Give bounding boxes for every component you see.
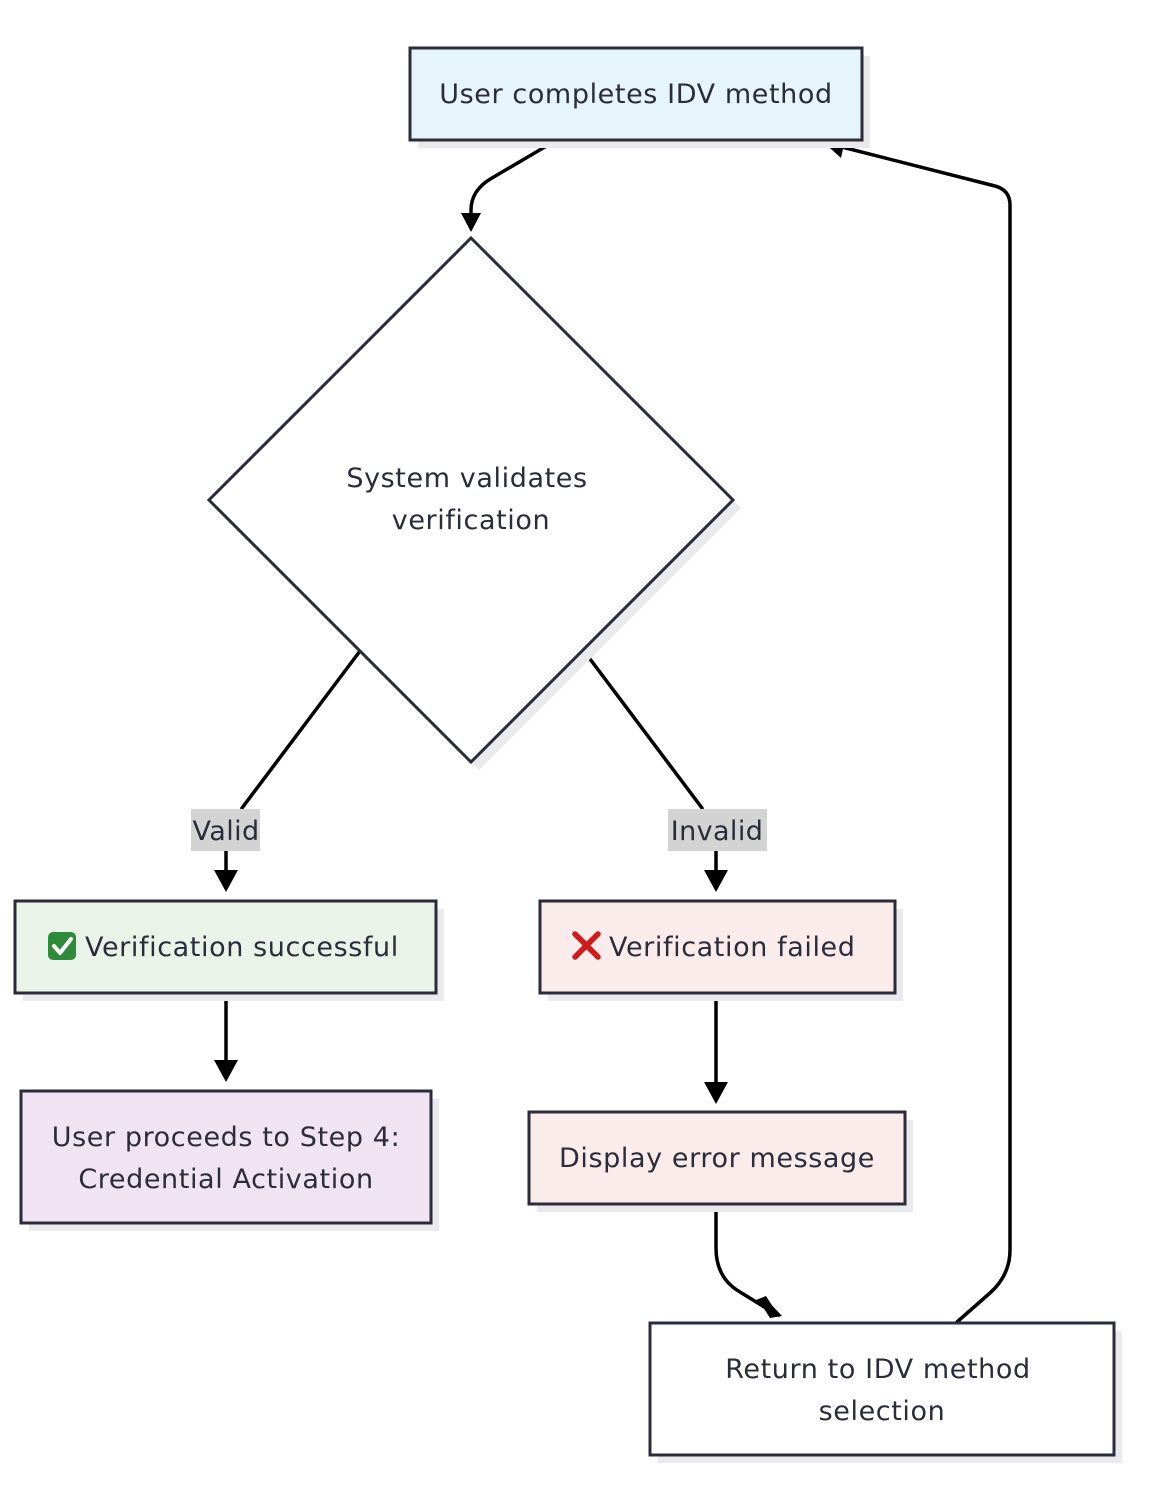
edge-label-valid-bg <box>191 809 260 851</box>
arrowhead-success <box>214 870 238 892</box>
node-proceed-label-line2: Credential Activation <box>78 1164 373 1195</box>
node-decision-label-line2: verification <box>392 505 551 536</box>
edge-return-to-start <box>836 144 1012 1324</box>
edges <box>214 135 1012 1324</box>
node-start-label: User completes IDV method <box>439 79 833 110</box>
node-error[interactable]: Display error message <box>527 1110 913 1212</box>
arrowhead-return-tip <box>756 1296 780 1318</box>
node-start[interactable]: User completes IDV method <box>408 46 870 148</box>
node-success-label: Verification successful <box>85 932 399 963</box>
edge-label-invalid: Invalid <box>668 809 767 851</box>
node-failed[interactable]: Verification failed <box>538 899 903 1001</box>
node-start-box <box>408 46 864 142</box>
node-decision[interactable]: System validates verification <box>206 235 741 770</box>
node-error-label: Display error message <box>559 1143 875 1174</box>
node-error-box <box>527 1110 907 1206</box>
node-return[interactable]: Return to IDV method selection <box>648 1321 1122 1463</box>
node-proceed-box <box>19 1089 433 1225</box>
edge-label-invalid-bg <box>668 809 767 851</box>
node-return-label-line1: Return to IDV method <box>725 1354 1030 1385</box>
node-failed-box <box>538 899 897 995</box>
node-success[interactable]: Verification successful <box>13 899 444 1001</box>
edge-label-valid: Valid <box>191 809 260 851</box>
edge-label-valid-text: Valid <box>192 816 259 847</box>
check-mark-icon <box>48 932 76 960</box>
node-decision-label-line1: System validates <box>346 463 587 494</box>
arrowhead-error <box>704 1082 728 1104</box>
arrowhead-failed <box>704 870 728 892</box>
cross-mark-icon <box>572 931 601 960</box>
edge-error-to-return <box>714 1202 768 1310</box>
node-proceed[interactable]: User proceeds to Step 4: Credential Acti… <box>19 1089 439 1231</box>
node-proceed-label-line1: User proceeds to Step 4: <box>52 1122 401 1153</box>
node-return-label-line2: selection <box>819 1396 946 1427</box>
node-return-box <box>648 1321 1116 1457</box>
node-failed-label: Verification failed <box>609 932 856 963</box>
edge-start-to-decision <box>469 139 557 224</box>
arrowhead-proceed <box>214 1060 238 1082</box>
edge-label-invalid-text: Invalid <box>671 816 764 847</box>
arrowhead-decision <box>461 213 481 232</box>
node-decision-diamond <box>206 235 736 765</box>
node-success-box <box>13 899 438 995</box>
